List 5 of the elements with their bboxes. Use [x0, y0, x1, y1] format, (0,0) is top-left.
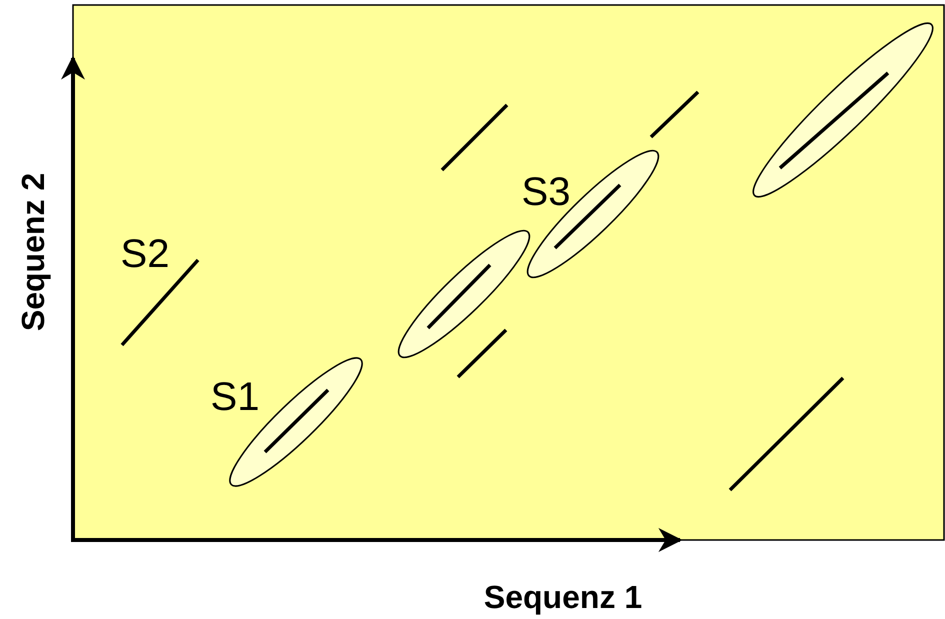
axis-label: Sequenz 2: [17, 172, 49, 332]
axis-label: Sequenz 1: [484, 581, 642, 613]
sequence-label: S1: [210, 377, 260, 417]
sequence-label: S3: [522, 172, 570, 212]
sequence-label: S2: [120, 234, 170, 274]
